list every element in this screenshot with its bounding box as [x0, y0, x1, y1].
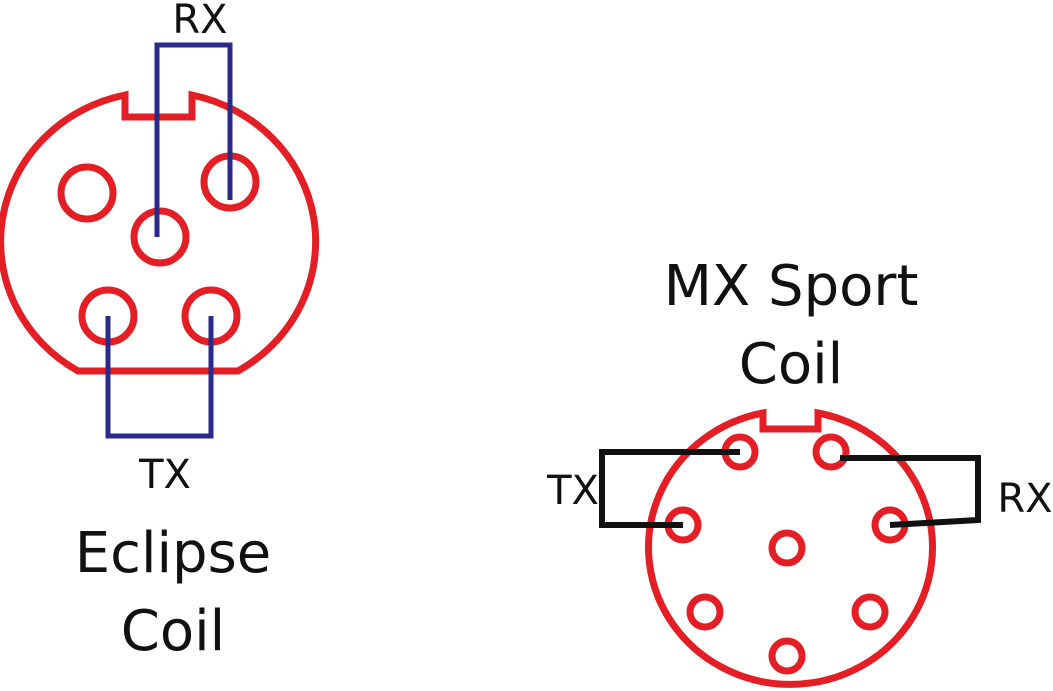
mx-sport-rx-wire — [840, 455, 981, 528]
mx-sport-title-line1: MX Sport — [664, 254, 919, 319]
mx-sport-pin-center — [768, 529, 806, 567]
mx-sport-rx-label: RX — [997, 476, 1052, 522]
eclipse-connector-outline — [0, 90, 320, 375]
eclipse-title-line1: Eclipse — [75, 521, 271, 586]
mx-sport-coil-diagram: MX Sport Coil TX RX — [546, 254, 1053, 688]
mx-sport-tx-label: TX — [546, 468, 599, 514]
mx-sport-pin-bottom — [768, 637, 806, 675]
eclipse-title-line2: Coil — [121, 599, 225, 664]
mx-sport-title-line2: Coil — [739, 332, 843, 397]
eclipse-tx-label: TX — [138, 452, 191, 498]
eclipse-pin-center — [130, 207, 190, 267]
mx-sport-connector-outline — [645, 408, 936, 688]
eclipse-coil-diagram: RX TX Eclipse Coil — [0, 0, 320, 664]
mx-sport-pin-bottom-right — [851, 593, 889, 631]
eclipse-pin-top-left — [57, 163, 117, 223]
eclipse-rx-wire — [154, 42, 233, 237]
eclipse-rx-label: RX — [172, 0, 227, 43]
mx-sport-pin-bottom-left — [686, 593, 724, 631]
eclipse-tx-wire — [105, 316, 214, 439]
mx-sport-tx-wire — [599, 449, 740, 528]
mx-sport-pin-top-right — [812, 433, 850, 471]
